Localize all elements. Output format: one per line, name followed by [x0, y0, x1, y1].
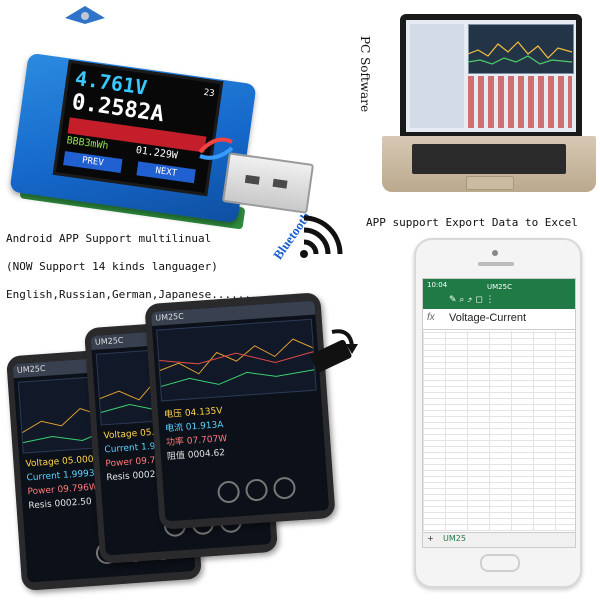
- fx-icon: fx: [427, 312, 435, 323]
- excel-phone: 10:04 UM25C ✎ ⌕ ⤴ ◻ ⋮ fx Voltage-Current…: [414, 238, 582, 588]
- phone-3: UM25C 电压 04.135V 电流 01.913A 功率 07.707W 阻…: [144, 292, 336, 530]
- phone-camera-icon: [492, 250, 498, 256]
- pc-software-label: PC Software: [358, 36, 372, 113]
- phone-3-buttons[interactable]: [216, 476, 303, 508]
- excel-toolbar: 10:04 UM25C ✎ ⌕ ⤴ ◻ ⋮: [423, 279, 575, 309]
- phone-speaker: [478, 262, 514, 266]
- meter-prev-button[interactable]: PREV: [63, 151, 123, 174]
- rotate-phone-icon: [306, 324, 360, 376]
- usb-meter-screen: 4.761V 23 0.2582A BBB3mWh 01.229W PREV N…: [52, 59, 224, 197]
- add-sheet-icon[interactable]: +: [427, 534, 434, 543]
- excel-sheet-tabs: + UM25: [423, 532, 575, 547]
- caption-excel: APP support Export Data to Excel: [366, 216, 578, 229]
- excel-grid[interactable]: [423, 331, 575, 531]
- phone-1-power: Power 09.796W: [27, 482, 99, 498]
- usb-meter: 4.761V 23 0.2582A BBB3mWh 01.229W PREV N…: [9, 50, 320, 262]
- excel-sheet-tab[interactable]: UM25: [443, 534, 466, 543]
- laptop-touchpad: [466, 176, 514, 190]
- phone-3-graph: [156, 318, 317, 402]
- phone-3-resis: 阻值 0004.62: [166, 448, 226, 463]
- usb-logo-icon: [196, 132, 236, 166]
- laptop-keyboard: [412, 144, 566, 174]
- pc-software-screen: [406, 20, 576, 132]
- laptop: [382, 14, 596, 192]
- caption-now-support: (NOW Support 14 kinds languager): [6, 260, 218, 273]
- excel-screen: 10:04 UM25C ✎ ⌕ ⤴ ◻ ⋮ fx Voltage-Current…: [422, 278, 576, 548]
- excel-title: UM25C: [487, 283, 512, 291]
- excel-toolbar-icons[interactable]: ✎ ⌕ ⤴ ◻ ⋮: [449, 295, 495, 305]
- home-button[interactable]: [480, 554, 520, 572]
- meter-next-button[interactable]: NEXT: [136, 161, 196, 184]
- phone-1-resis: Resis 0002.50: [28, 496, 93, 512]
- top-diamond-icon: [65, 4, 105, 24]
- caption-languages: English,Russian,German,Japanese......: [6, 288, 252, 301]
- caption-android: Android APP Support multilinual: [6, 232, 212, 245]
- phone-1-voltage: Voltage 05.000V: [25, 454, 101, 470]
- wireless-signal-icon: [296, 212, 344, 272]
- excel-formula-bar[interactable]: fx Voltage-Current: [423, 309, 575, 330]
- phone-1-current: Current 1.9993A: [26, 468, 102, 484]
- excel-time: 10:04: [427, 281, 448, 289]
- meter-temp: 23: [202, 87, 216, 100]
- excel-formula-text: Voltage-Current: [449, 312, 527, 324]
